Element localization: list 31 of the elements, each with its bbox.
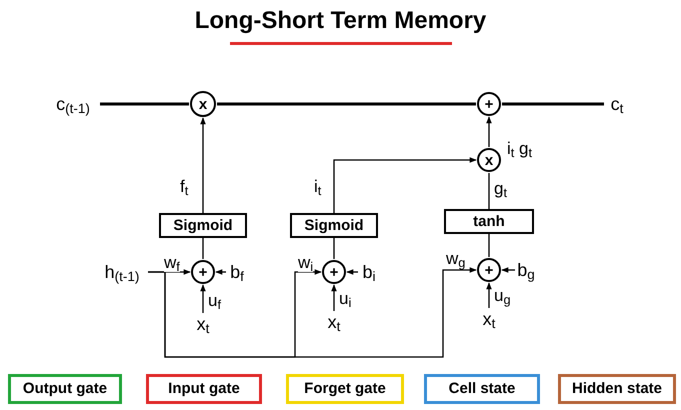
legend-item: Output gate: [8, 374, 122, 404]
variable-label: x$_{t}$: [476, 308, 502, 330]
arrow: [148, 267, 477, 358]
legend-item: Forget gate: [286, 374, 404, 404]
variable-label: h$_{(t-1)}$: [96, 260, 148, 284]
variable-label: b$_{i}$: [358, 261, 380, 283]
activation-box: tanh: [444, 209, 534, 234]
legend-item: Hidden state: [558, 374, 676, 404]
variable-label: x$_{t}$: [190, 313, 216, 335]
arrow: [333, 157, 477, 213]
edge-label: i$_{t}$: [314, 177, 322, 196]
title: Long-Short Term Memory: [194, 6, 486, 36]
edge-label: f$_{t}$: [180, 177, 188, 196]
arrow: [346, 269, 358, 275]
arrow: [200, 284, 206, 313]
legend-item: Cell state: [424, 374, 540, 404]
arrow: [486, 282, 492, 308]
arrow: [501, 267, 515, 273]
variable-label: c$_{(t-1)}$: [46, 92, 100, 116]
activation-box: Sigmoid: [159, 213, 247, 238]
variable-label: c$_{t}$: [604, 92, 630, 116]
arrow: [331, 284, 337, 311]
activation-box: Sigmoid: [290, 213, 378, 238]
edge-label: i$_{t}$ g$_{t}$: [507, 139, 532, 158]
arrow: [215, 269, 226, 275]
arrow: [200, 117, 206, 213]
variable-label: b$_{f}$: [226, 261, 248, 283]
variable-label: b$_{g}$: [515, 259, 537, 281]
legend-item: Input gate: [146, 374, 262, 404]
arrow: [486, 116, 492, 147]
variable-label: x$_{t}$: [321, 311, 347, 333]
